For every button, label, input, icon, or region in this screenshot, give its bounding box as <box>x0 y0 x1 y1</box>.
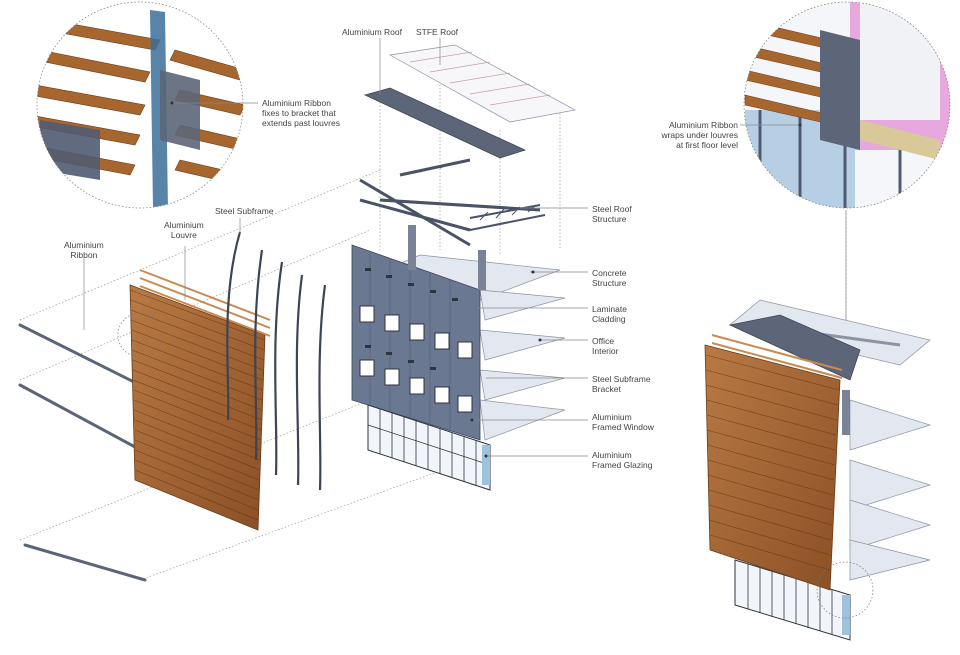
aluminium-louvre-screen <box>129 269 271 531</box>
detail-circle-ribbon-bracket <box>36 1 244 209</box>
label-concrete-structure: Concrete Structure <box>592 268 627 288</box>
assembled-building <box>704 299 932 641</box>
steel-subframe-rods <box>226 231 327 491</box>
label-aluminium-ribbon: Aluminium Ribbon <box>64 240 104 260</box>
leader-lines <box>83 38 847 457</box>
detail-ref-circle-b <box>816 561 874 619</box>
aluminium-ribbon-strips <box>18 323 152 582</box>
label-stfe-roof: STFE Roof <box>416 27 459 37</box>
label-office-interior: Office Interior <box>592 336 619 356</box>
central-building <box>351 225 566 491</box>
detail-ref-circle-a <box>117 312 163 358</box>
label-steel-subframe: Steel Subframe <box>215 206 274 216</box>
label-aluminium-framed-glazing: Aluminium Framed Glazing <box>592 450 653 470</box>
label-steel-subframe-bracket: Steel Subframe Bracket <box>592 374 651 394</box>
aluminium-roof <box>363 87 527 159</box>
stfe-roof <box>388 44 577 123</box>
label-aluminium-framed-window: Aluminium Framed Window <box>592 412 654 432</box>
label-aluminium-roof: Aluminium Roof <box>342 27 402 37</box>
label-laminate-cladding: Laminate Cladding <box>592 304 627 324</box>
label-ribbon-wraps: Aluminium Ribbon wraps under louvres at … <box>661 120 738 150</box>
label-ribbon-fixes-bracket: Aluminium Ribbon fixes to bracket that e… <box>262 98 340 128</box>
label-aluminium-louvre: Aluminium Louvre <box>164 220 204 240</box>
steel-roof-structure <box>359 158 546 247</box>
detail-circle-ribbon-wrap <box>743 1 951 209</box>
label-steel-roof-structure: Steel Roof Structure <box>592 204 632 224</box>
